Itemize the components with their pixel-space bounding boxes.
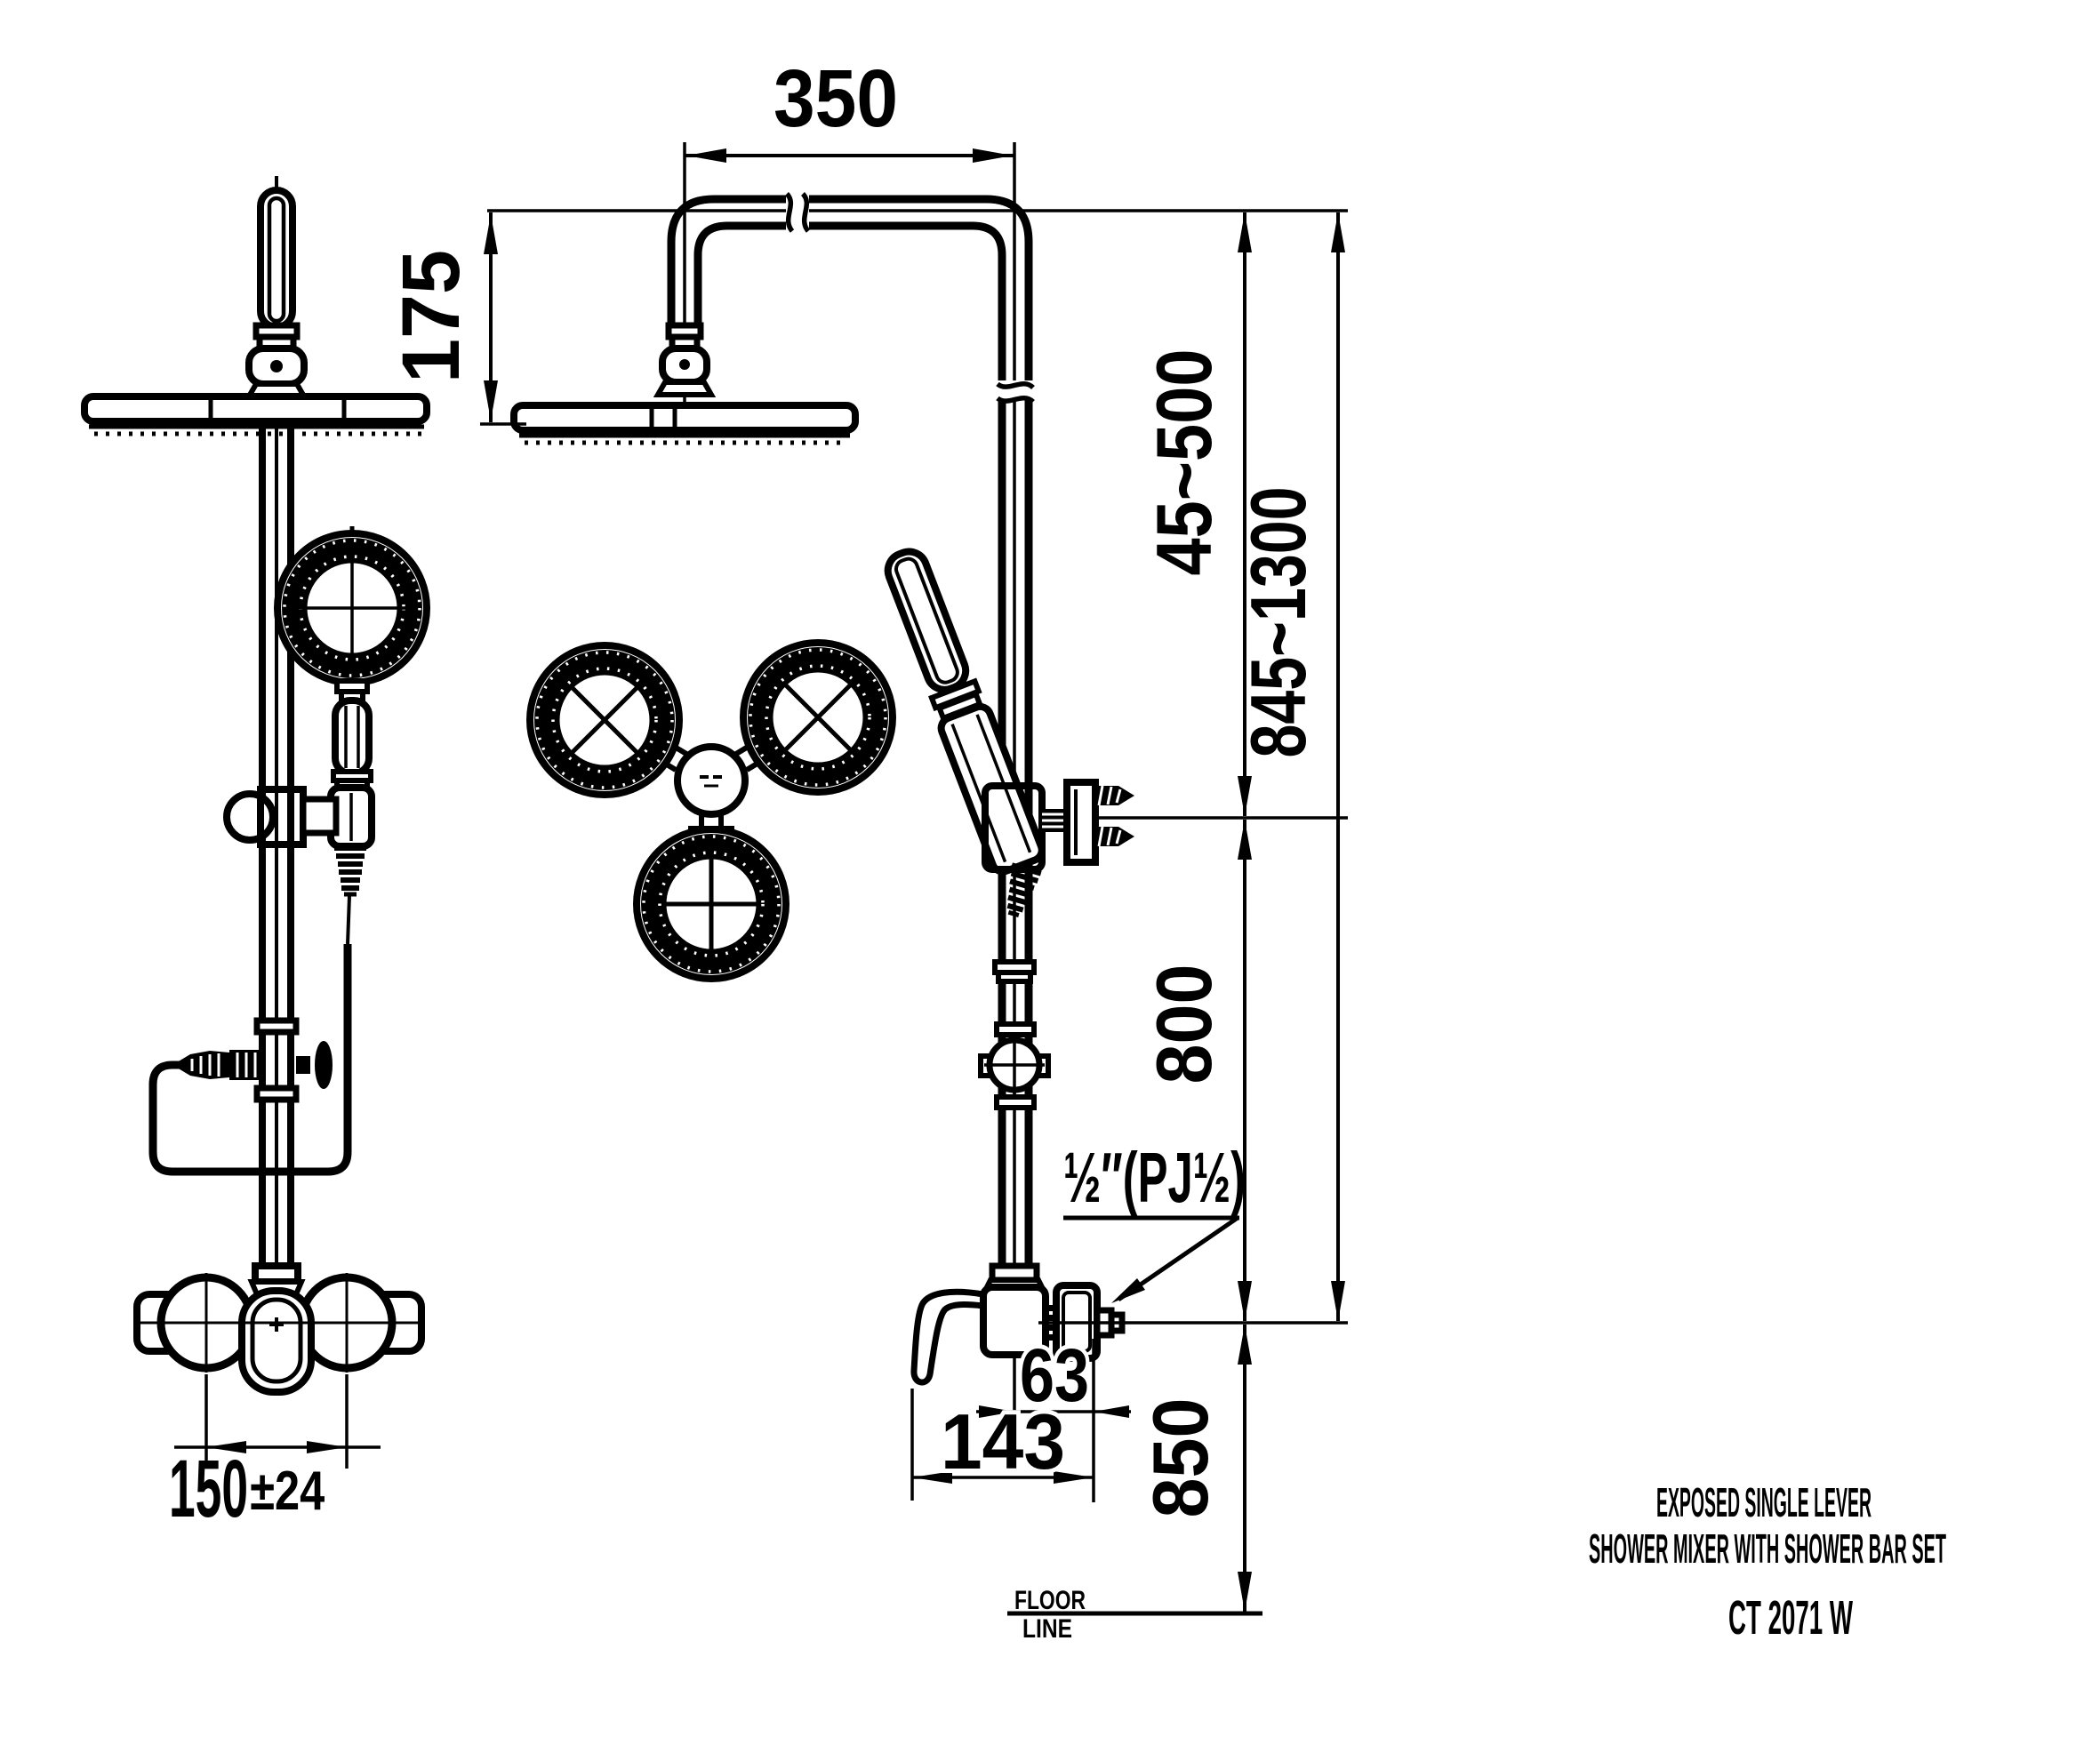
wall-screw-icon — [172, 1051, 229, 1079]
dim-bracket-to-mixer-label: 800 — [1140, 965, 1228, 1085]
side-view-handshower-handle — [327, 697, 375, 850]
dim-spout-depth-label: 143 — [941, 1397, 1065, 1485]
dim-wall-offset: 63 — [976, 1329, 1131, 1502]
dim-wall-offset-label: 63 — [1020, 1333, 1089, 1417]
side-view: 150±24 — [81, 176, 430, 1534]
floor-line: FLOOR LINE — [1007, 1586, 1262, 1644]
side-view-handshower-face — [274, 526, 430, 703]
dim-top-width: 350 — [685, 53, 1014, 163]
dim-spout-depth: 143 — [910, 1389, 1094, 1501]
dim-mixer-height-label: 850 — [1136, 1398, 1224, 1518]
front-view-overhead-shower — [510, 322, 859, 445]
spray-face-bottom-view — [526, 639, 896, 982]
title-block: EXPOSED SINGLE LEVER SHOWER MIXER WITH S… — [1589, 1479, 1946, 1645]
mixer-lever-handle — [910, 1288, 987, 1386]
front-view-handshower — [884, 548, 1134, 917]
vertical-dimensions: 45~500 845~1300 800 850 — [1097, 212, 1348, 1612]
connection-size-label: ½″(PJ½) — [1063, 1138, 1246, 1217]
mount-screw-icon-bottom — [1095, 826, 1134, 847]
spray-head-bottom — [633, 826, 790, 982]
connection-size-callout: ½″(PJ½) — [1063, 1138, 1246, 1303]
spray-head-top-left — [526, 642, 683, 798]
mount-screw-icon-top — [1095, 785, 1134, 806]
front-view: ½″(PJ½) 45~500 845~1300 800 850 — [386, 53, 1348, 1644]
side-view-mixer — [133, 1262, 425, 1396]
dim-inlet-spacing-label: 150±24 — [169, 1444, 325, 1534]
dim-inlet-spacing: 150±24 — [169, 1374, 381, 1534]
dim-150-tolerance: ±24 — [250, 1461, 325, 1522]
side-view-hose — [148, 845, 366, 1176]
floor-label-line1: FLOOR — [1014, 1586, 1086, 1615]
spray-head-top-right — [740, 639, 896, 796]
side-view-slider-bracket — [223, 786, 340, 848]
title-line1: EXPOSED SINGLE LEVER — [1656, 1479, 1872, 1525]
floor-label-line2: LINE — [1022, 1614, 1072, 1644]
dim-150-value: 150 — [169, 1444, 248, 1534]
model-number: CT 2071 W — [1728, 1591, 1853, 1645]
dim-top-width-label: 350 — [773, 53, 898, 144]
dim-head-drop: 175 — [386, 212, 526, 426]
supply-pipe-and-riser — [667, 190, 1035, 1266]
riser-fittings — [978, 959, 1051, 1284]
side-view-overhead-shower — [81, 393, 430, 436]
front-view-mixer — [910, 1277, 1348, 1386]
side-view-top-arm — [244, 176, 309, 399]
dim-head-drop-label: 175 — [386, 250, 477, 383]
side-view-wall-bracket — [172, 1017, 333, 1103]
dim-riser-range-label: 845~1300 — [1234, 487, 1322, 758]
dim-bracket-range-label: 45~500 — [1140, 349, 1228, 576]
title-line2: SHOWER MIXER WITH SHOWER BAR SET — [1589, 1525, 1946, 1572]
front-view-hose-cone — [1006, 862, 1042, 917]
